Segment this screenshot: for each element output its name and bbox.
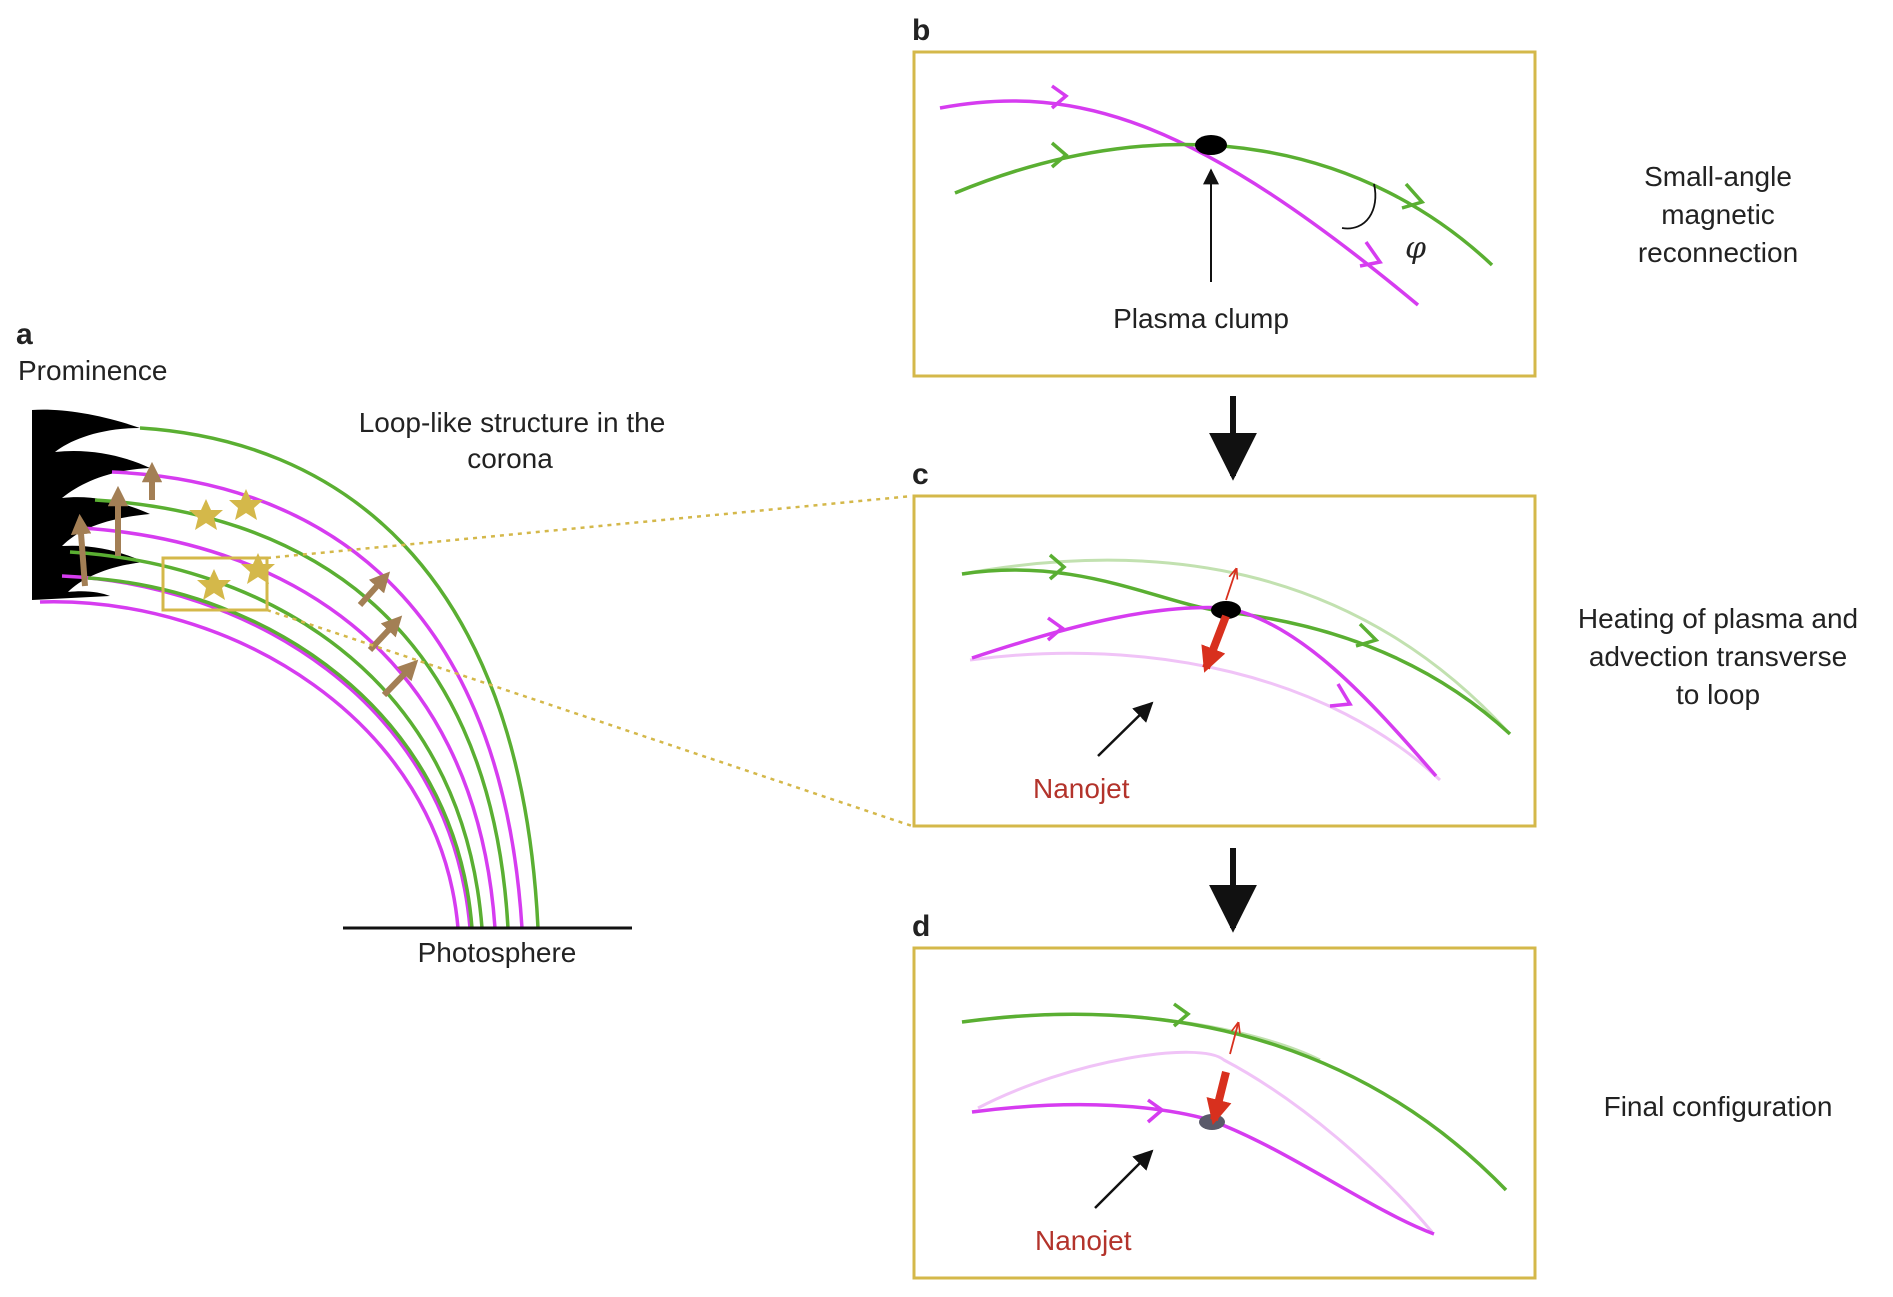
- panel-c-faint-magenta-line: [969, 651, 1442, 782]
- panel-b: b φ Plasma clump Small-angle magnetic re…: [912, 14, 1798, 378]
- panel-c-nanojet-arrow: [1201, 614, 1230, 673]
- brown-arrow-1: [70, 513, 92, 587]
- panel-d-green-chevron: [1172, 1002, 1191, 1028]
- panel-c-nanojet-label: Nanojet: [1033, 773, 1130, 804]
- angle-arc: [1341, 183, 1377, 230]
- panel-d-desc-line1: Final configuration: [1604, 1091, 1833, 1122]
- panel-b-desc-line1: Small-angle: [1644, 161, 1792, 192]
- loop-line-green-3: [69, 550, 484, 929]
- panel-c-plasma-clump: [1211, 601, 1241, 619]
- panel-c-desc-line2: advection transverse: [1589, 641, 1847, 672]
- plasma-clump: [1195, 135, 1227, 155]
- zoom-box: [161, 556, 269, 612]
- panel-c-desc-line1: Heating of plasma and: [1578, 603, 1858, 634]
- panel-b-green-line: [954, 142, 1494, 267]
- panel-b-magenta-chevron-1: [1050, 84, 1069, 110]
- panel-c-small-outflow-arrow: [1225, 570, 1236, 601]
- panel-d-faint-green-line: [961, 1012, 1321, 1062]
- panel-c-nanojet-pointer: [1097, 701, 1154, 757]
- loop-structure-label-line2: corona: [467, 443, 553, 474]
- panel-d-nanojet-arrow: [1206, 1071, 1232, 1125]
- plasma-clump-label: Plasma clump: [1113, 303, 1289, 334]
- brown-arrow-5: [367, 615, 403, 653]
- zoom-connector-bottom: [266, 608, 913, 828]
- panel-c-desc-line3: to loop: [1676, 679, 1760, 710]
- panel-a-letter: a: [16, 318, 33, 351]
- panel-d-frame: [912, 946, 1537, 1280]
- panel-d-nanojet-label: Nanojet: [1035, 1225, 1132, 1256]
- panel-c-magenta-chevron-1: [1046, 616, 1065, 642]
- photosphere-label: Photosphere: [418, 937, 577, 968]
- panel-b-magenta-chevron-2: [1359, 240, 1383, 268]
- panel-d-green-line: [961, 1012, 1508, 1192]
- panel-c-magenta-chevron-2: [1329, 683, 1353, 708]
- panel-d-faint-magenta-line: [977, 1050, 1434, 1233]
- loop-line-green-4: [87, 576, 474, 929]
- panel-c: c Nanojet Heating of plasma and advectio…: [912, 458, 1858, 828]
- panel-d-letter: d: [912, 910, 930, 943]
- panel-c-faint-green-line: [961, 558, 1510, 734]
- prominence-shape: [32, 409, 150, 600]
- panel-c-green-line: [961, 568, 1512, 736]
- zoom-connector-top: [266, 494, 913, 560]
- panel-b-magenta-line: [939, 99, 1420, 307]
- panel-b-desc-line3: reconnection: [1638, 237, 1798, 268]
- panel-b-green-chevron-2: [1401, 182, 1426, 210]
- loop-structure-label-line1: Loop-like structure in the: [359, 407, 666, 438]
- loop-line-magenta-2: [81, 526, 497, 929]
- panel-c-frame: [912, 494, 1537, 828]
- star-1: [189, 499, 223, 530]
- panel-d-nanojet-pointer: [1094, 1149, 1154, 1209]
- angle-phi: φ: [1405, 231, 1426, 266]
- panel-b-green-chevron-1: [1050, 141, 1069, 169]
- panel-a: a Prominence Loop-like structure in the …: [16, 318, 665, 968]
- panel-d-magenta-chevron: [1146, 1098, 1165, 1124]
- loop-line-magenta-4: [39, 600, 460, 929]
- star-3: [197, 569, 231, 600]
- panel-d: d Nanojet Final configuration: [912, 910, 1833, 1280]
- panel-c-green-chevron-2: [1355, 622, 1380, 648]
- panel-b-desc-line2: magnetic: [1661, 199, 1775, 230]
- panel-d-small-outflow-arrow: [1229, 1024, 1238, 1055]
- star-2: [229, 489, 263, 520]
- panel-c-green-chevron-1: [1048, 553, 1067, 581]
- panel-b-letter: b: [912, 14, 930, 47]
- panel-b-frame: [912, 50, 1537, 378]
- brown-arrow-4: [357, 571, 391, 608]
- brown-arrow-6: [381, 659, 419, 698]
- prominence-label: Prominence: [18, 355, 167, 386]
- panel-c-letter: c: [912, 458, 929, 491]
